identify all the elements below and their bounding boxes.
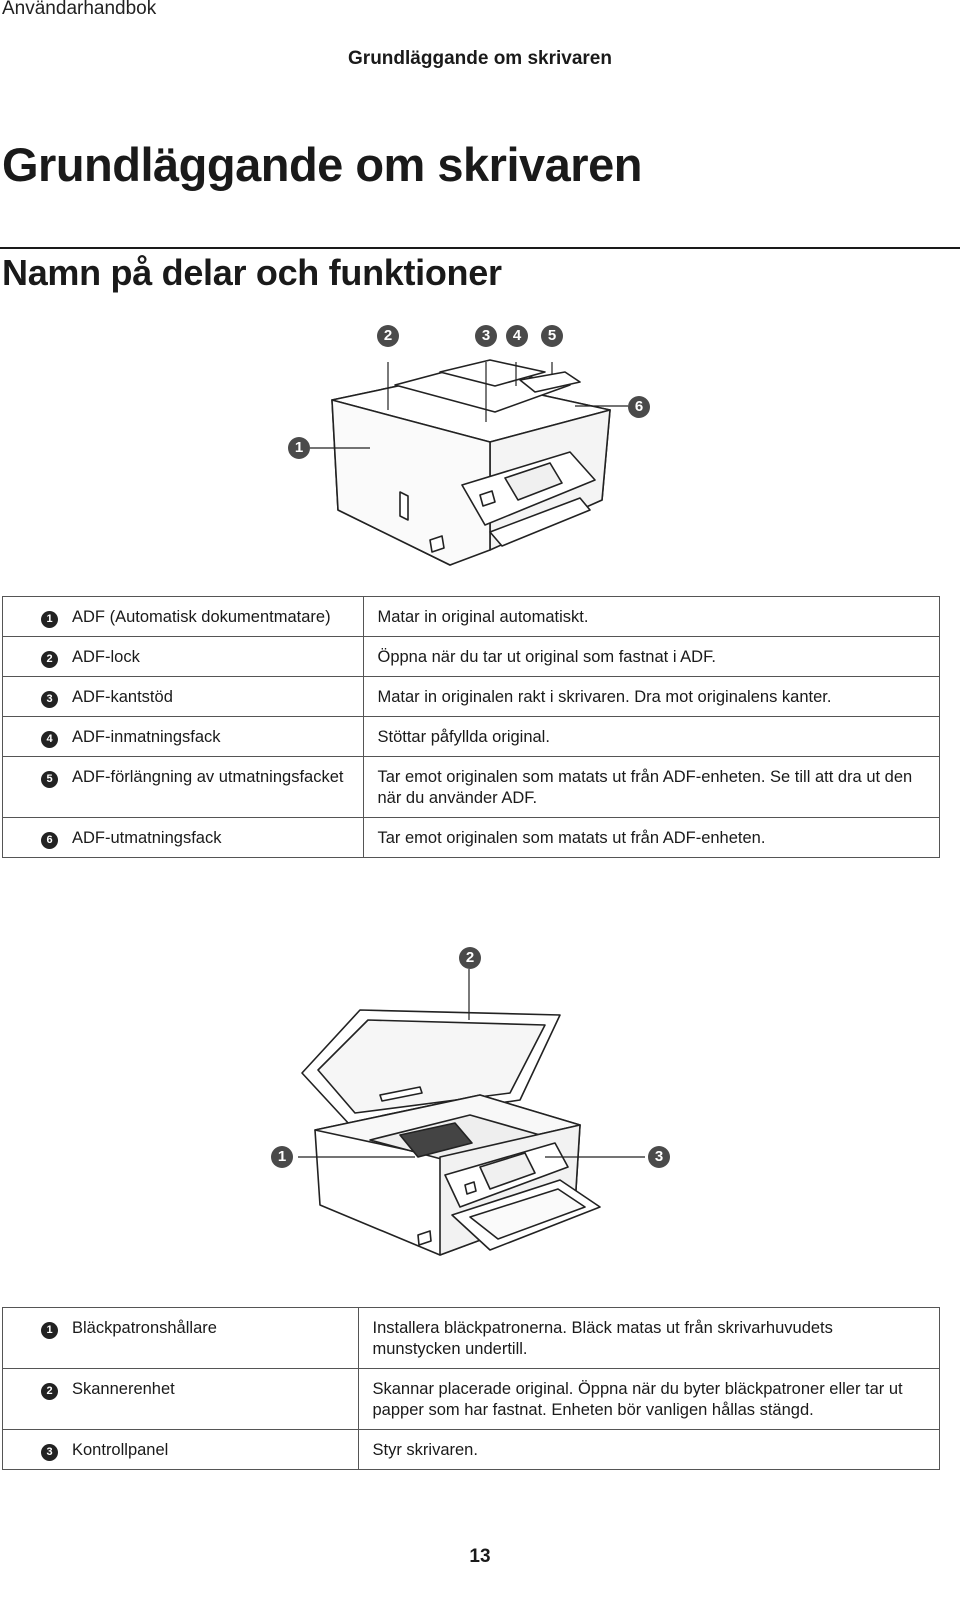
printer-adf-drawing bbox=[310, 359, 628, 566]
part-description: Installera bläckpatronerna. Bläck matas … bbox=[357, 1307, 940, 1369]
adf-parts-table: 1 ADF (Automatisk dokumentmatare) Matar … bbox=[2, 596, 940, 858]
table-row: 1 ADF (Automatisk dokumentmatare) Matar … bbox=[2, 596, 940, 637]
callout-1: 1 bbox=[271, 1146, 293, 1168]
row-callout: 4 bbox=[41, 731, 58, 748]
part-name: ADF (Automatisk dokumentmatare) bbox=[58, 596, 364, 637]
callout-3: 3 bbox=[648, 1146, 670, 1168]
part-name: ADF-inmatningsfack bbox=[58, 716, 364, 757]
row-callout: 2 bbox=[41, 1383, 58, 1400]
table-row: 4 ADF-inmatningsfack Stöttar påfyllda or… bbox=[2, 716, 940, 757]
table-row: 1 Bläckpatronshållare Installera bläckpa… bbox=[2, 1307, 940, 1369]
callout-6: 6 bbox=[628, 396, 650, 418]
part-description: Öppna när du tar ut original som fastnat… bbox=[362, 636, 940, 677]
part-name: ADF-utmatningsfack bbox=[58, 817, 364, 858]
table-row: 3 ADF-kantstöd Matar in originalen rakt … bbox=[2, 676, 940, 717]
callout-2: 2 bbox=[377, 325, 399, 347]
callout-1: 1 bbox=[288, 437, 310, 459]
part-description: Matar in original automatiskt. bbox=[362, 596, 940, 637]
part-description: Matar in originalen rakt i skrivaren. Dr… bbox=[362, 676, 940, 717]
row-callout: 1 bbox=[41, 1322, 58, 1339]
printer-open-drawing bbox=[298, 969, 645, 1256]
section-header: Grundläggande om skrivaren bbox=[348, 48, 612, 69]
row-callout: 2 bbox=[41, 651, 58, 668]
table-row: 5 ADF-förlängning av utmatningsfacket Ta… bbox=[2, 756, 940, 818]
table-row: 2 Skannerenhet Skannar placerade origina… bbox=[2, 1368, 940, 1430]
row-callout: 3 bbox=[41, 1444, 58, 1461]
section-title: Namn på delar och funktioner bbox=[2, 252, 502, 293]
row-callout: 1 bbox=[41, 611, 58, 628]
part-description: Stöttar påfyllda original. bbox=[362, 716, 940, 757]
row-callout: 3 bbox=[41, 691, 58, 708]
table-row: 2 ADF-lock Öppna när du tar ut original … bbox=[2, 636, 940, 677]
part-name: ADF-förlängning av utmatningsfacket bbox=[58, 756, 364, 818]
printer-open-illustration: 2 1 3 bbox=[240, 945, 720, 1275]
heading-rule bbox=[0, 247, 960, 249]
part-description: Skannar placerade original. Öppna när du… bbox=[357, 1368, 940, 1430]
printer-adf-illustration: 2 3 4 5 1 6 bbox=[280, 320, 680, 580]
row-callout: 5 bbox=[41, 771, 58, 788]
running-header: Användarhandbok bbox=[2, 0, 157, 19]
callout-3: 3 bbox=[475, 325, 497, 347]
printer-parts-table: 1 Bläckpatronshållare Installera bläckpa… bbox=[2, 1307, 940, 1470]
part-name: ADF-kantstöd bbox=[58, 676, 364, 717]
part-description: Styr skrivaren. bbox=[357, 1429, 940, 1470]
chapter-title: Grundläggande om skrivaren bbox=[2, 138, 642, 191]
part-name: Bläckpatronshållare bbox=[58, 1307, 359, 1369]
part-name: Skannerenhet bbox=[58, 1368, 359, 1430]
callout-2: 2 bbox=[459, 947, 481, 969]
part-description: Tar emot originalen som matats ut från A… bbox=[362, 817, 940, 858]
part-description: Tar emot originalen som matats ut från A… bbox=[362, 756, 940, 818]
part-name: Kontrollpanel bbox=[58, 1429, 359, 1470]
part-name: ADF-lock bbox=[58, 636, 364, 677]
page-number: 13 bbox=[469, 1546, 491, 1567]
table-row: 6 ADF-utmatningsfack Tar emot originalen… bbox=[2, 817, 940, 858]
callout-4: 4 bbox=[506, 325, 528, 347]
table-row: 3 Kontrollpanel Styr skrivaren. bbox=[2, 1429, 940, 1470]
callout-5: 5 bbox=[541, 325, 563, 347]
row-callout: 6 bbox=[41, 832, 58, 849]
